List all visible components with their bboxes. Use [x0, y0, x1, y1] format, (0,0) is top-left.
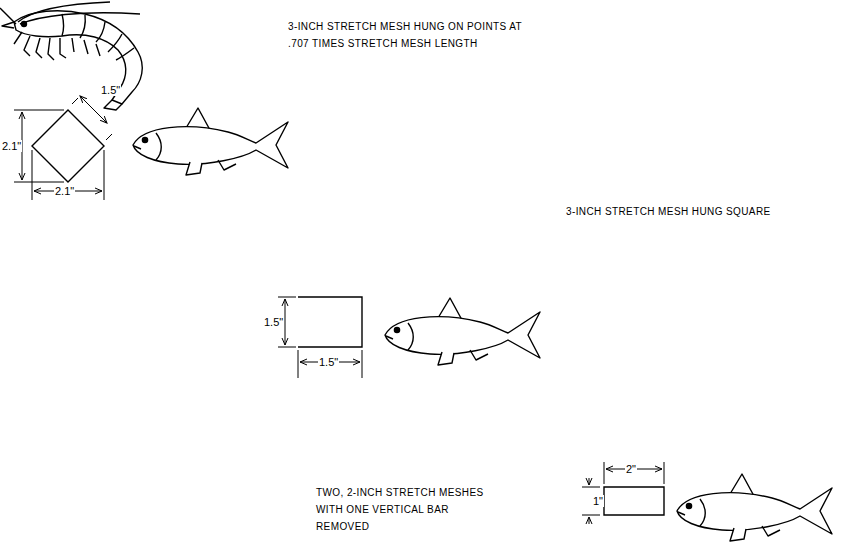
dimension-label: 1.5" [318, 356, 339, 368]
dimension-label: 1" [592, 495, 604, 507]
dimension-label: 1.5" [100, 84, 121, 96]
rectangular-mesh [604, 487, 664, 515]
dimension-label: 1.5" [263, 316, 284, 328]
dimension-label: 2.1" [1, 140, 22, 152]
square-mesh [298, 297, 362, 347]
dimension-lines [278, 297, 362, 378]
dimension-label: 2" [625, 463, 637, 475]
caption-note: 3-INCH STRETCH MESH HUNG ON POINTS AT .7… [288, 18, 538, 52]
fish [385, 298, 540, 365]
caption-note: TWO, 2-INCH STRETCH MESHES WITH ONE VERT… [316, 484, 501, 535]
dimension-label: 2.1" [54, 185, 75, 197]
caption-note: 3-INCH STRETCH MESH HUNG SQUARE [566, 203, 826, 220]
dimension-lines [582, 462, 664, 524]
diamond-mesh [32, 110, 104, 182]
fish [133, 108, 288, 175]
dimension-lines [14, 96, 112, 200]
shrimp [0, 2, 142, 110]
fish [677, 474, 832, 541]
